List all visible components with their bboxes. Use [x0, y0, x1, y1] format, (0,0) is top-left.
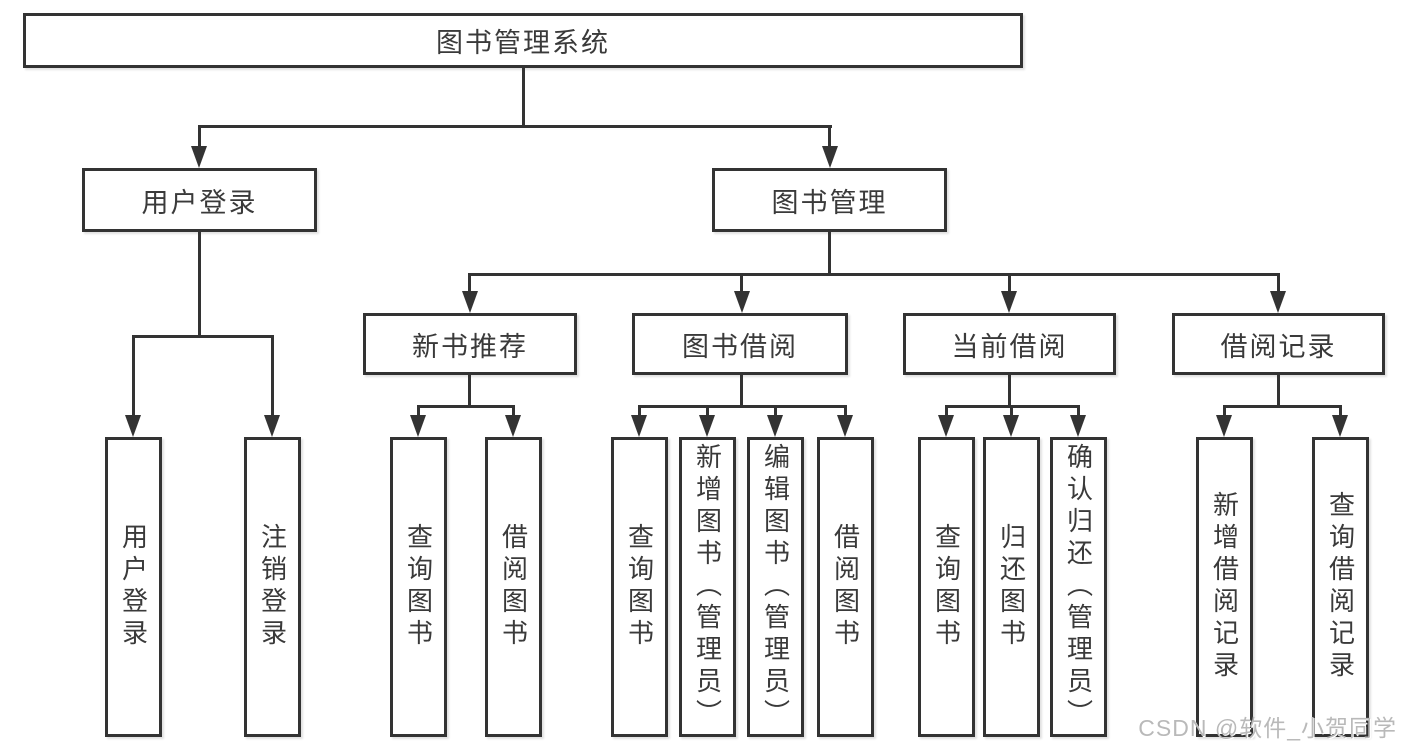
- connector-hline: [638, 405, 847, 408]
- leaf-cb-query-books-label: 查询图书: [931, 523, 962, 651]
- node-borrowing-records: 借阅记录: [1172, 313, 1385, 375]
- connector-hline: [1223, 405, 1342, 408]
- leaf-nb-query-books-label: 查询图书: [403, 523, 434, 651]
- connector-vline: [198, 125, 201, 148]
- connector-vline: [945, 405, 948, 417]
- connector-vline: [468, 375, 471, 408]
- connector-vline: [1077, 405, 1080, 417]
- node-book-management: 图书管理: [712, 168, 947, 232]
- connector-vline: [844, 405, 847, 417]
- leaf-bb-edit-books: 编辑图书（管理员）: [747, 437, 804, 737]
- leaf-bb-query-books-label: 查询图书: [624, 523, 655, 651]
- connector-vline: [828, 232, 831, 276]
- leaf-nb-query-books: 查询图书: [390, 437, 447, 737]
- leaf-nb-borrow-books: 借阅图书: [485, 437, 542, 737]
- arrow-down: [767, 415, 783, 437]
- arrow-down: [191, 146, 207, 168]
- leaf-bb-query-books: 查询图书: [611, 437, 668, 737]
- arrow-down: [734, 291, 750, 313]
- arrow-down: [631, 415, 647, 437]
- leaf-cb-return-books: 归还图书: [983, 437, 1040, 737]
- connector-vline: [774, 405, 777, 417]
- connector-vline: [522, 68, 525, 128]
- node-borrowing-records-label: 借阅记录: [1220, 331, 1337, 362]
- leaf-bb-add-books-label: 新增图书（管理员）: [692, 443, 723, 731]
- node-current-borrowing-label: 当前借阅: [951, 331, 1068, 362]
- leaf-cb-confirm-return: 确认归还（管理员）: [1050, 437, 1107, 737]
- leaf-nb-borrow-books-label: 借阅图书: [498, 523, 529, 651]
- connector-vline: [132, 335, 135, 417]
- leaf-logout-label: 注销登录: [257, 523, 288, 651]
- connector-vline: [638, 405, 641, 417]
- connector-vline: [417, 405, 420, 417]
- leaf-br-add-record-label: 新增借阅记录: [1209, 491, 1240, 683]
- connector-hline: [198, 125, 832, 128]
- arrow-down: [125, 415, 141, 437]
- arrow-down: [1070, 415, 1086, 437]
- node-current-borrowing: 当前借阅: [903, 313, 1116, 375]
- connector-vline: [1277, 273, 1280, 293]
- leaf-user-login-label: 用户登录: [118, 523, 149, 651]
- leaf-bb-edit-books-label: 编辑图书（管理员）: [760, 443, 791, 731]
- node-book-management-label: 图书管理: [771, 187, 888, 218]
- watermark: CSDN @软件_小贺同学: [1138, 715, 1397, 741]
- arrow-down: [264, 415, 280, 437]
- connector-hline: [417, 405, 515, 408]
- node-new-books-label: 新书推荐: [412, 331, 528, 362]
- connector-vline: [1010, 405, 1013, 417]
- leaf-br-add-record: 新增借阅记录: [1196, 437, 1253, 737]
- node-book-borrowing: 图书借阅: [632, 313, 848, 375]
- arrow-down: [1003, 415, 1019, 437]
- node-book-borrowing-label: 图书借阅: [682, 331, 798, 362]
- leaf-logout: 注销登录: [244, 437, 301, 737]
- node-root-label: 图书管理系统: [436, 28, 610, 58]
- arrow-down: [1216, 415, 1232, 437]
- connector-vline: [1008, 375, 1011, 408]
- connector-hline: [468, 273, 1280, 276]
- connector-vline: [1223, 405, 1226, 417]
- arrow-down: [822, 146, 838, 168]
- connector-vline: [271, 335, 274, 417]
- leaf-user-login: 用户登录: [105, 437, 162, 737]
- connector-vline: [1277, 375, 1280, 408]
- connector-vline: [706, 405, 709, 417]
- arrow-down: [837, 415, 853, 437]
- arrow-down: [938, 415, 954, 437]
- leaf-cb-return-books-label: 归还图书: [996, 523, 1027, 651]
- arrow-down: [1332, 415, 1348, 437]
- arrow-down: [505, 415, 521, 437]
- node-root: 图书管理系统: [23, 13, 1023, 68]
- connector-vline: [198, 232, 201, 338]
- arrow-down: [1270, 291, 1286, 313]
- connector-vline: [468, 273, 471, 293]
- connector-vline: [512, 405, 515, 417]
- connector-vline: [1339, 405, 1342, 417]
- connector-vline: [740, 273, 743, 293]
- arrow-down: [410, 415, 426, 437]
- connector-vline: [740, 375, 743, 408]
- connector-hline: [132, 335, 274, 338]
- leaf-bb-add-books: 新增图书（管理员）: [679, 437, 736, 737]
- leaf-br-query-record-label: 查询借阅记录: [1325, 491, 1356, 683]
- node-user-login-label: 用户登录: [141, 187, 258, 218]
- leaf-bb-borrow-books-label: 借阅图书: [830, 523, 861, 651]
- node-user-login: 用户登录: [82, 168, 317, 232]
- node-new-books: 新书推荐: [363, 313, 577, 375]
- leaf-cb-confirm-return-label: 确认归还（管理员）: [1063, 443, 1094, 731]
- arrow-down: [699, 415, 715, 437]
- arrow-down: [462, 291, 478, 313]
- leaf-cb-query-books: 查询图书: [918, 437, 975, 737]
- arrow-down: [1001, 291, 1017, 313]
- connector-vline: [1008, 273, 1011, 293]
- leaf-br-query-record: 查询借阅记录: [1312, 437, 1369, 737]
- connector-vline: [828, 125, 831, 148]
- leaf-bb-borrow-books: 借阅图书: [817, 437, 874, 737]
